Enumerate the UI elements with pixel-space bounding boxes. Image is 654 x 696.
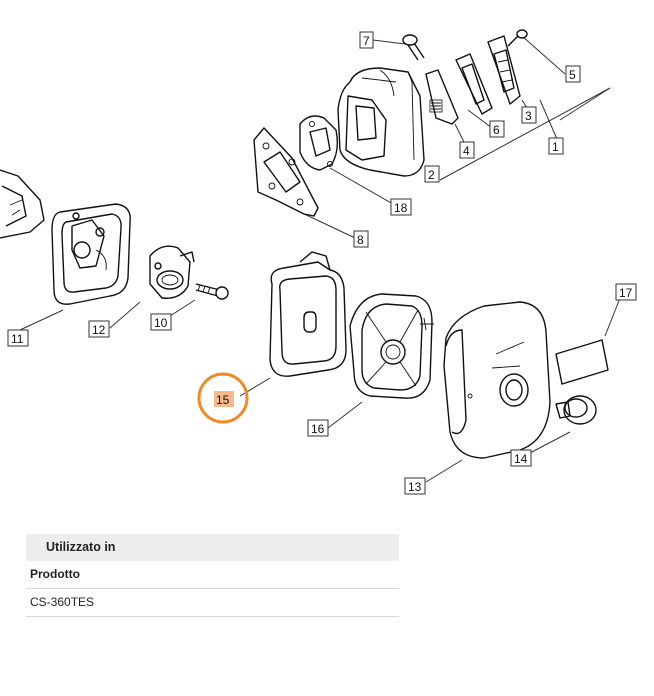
svg-text:3: 3: [525, 109, 532, 123]
svg-text:18: 18: [394, 201, 408, 215]
part-14-knob: [555, 395, 597, 425]
svg-text:5: 5: [569, 68, 576, 82]
svg-text:6: 6: [493, 123, 500, 137]
part-17-label: [555, 339, 609, 385]
callout-16[interactable]: 16: [307, 419, 329, 437]
callout-4[interactable]: 4: [459, 141, 475, 159]
svg-text:17: 17: [619, 286, 633, 300]
callout-5[interactable]: 5: [565, 65, 581, 83]
part-12-bracket: [149, 245, 195, 299]
callout-3[interactable]: 3: [521, 106, 537, 124]
callout-7[interactable]: 7: [359, 31, 374, 49]
part-18-gasket: [299, 115, 339, 171]
callout-17[interactable]: 17: [615, 283, 637, 301]
svg-text:1: 1: [552, 140, 559, 154]
product-column-header: Prodotto: [26, 561, 399, 589]
svg-text:4: 4: [463, 144, 470, 158]
callout-10[interactable]: 10: [150, 313, 172, 331]
part-3-plate: [487, 35, 521, 105]
used-in-title: Utilizzato in: [26, 534, 399, 561]
product-row[interactable]: CS-360TES: [26, 589, 399, 617]
part-11-air-cleaner-base: [0, 169, 131, 305]
svg-text:13: 13: [408, 480, 422, 494]
part-15-filter-frame: [269, 251, 347, 377]
callout-8[interactable]: 8: [353, 230, 369, 248]
callout-14[interactable]: 14: [510, 449, 532, 467]
svg-text:10: 10: [154, 316, 168, 330]
part-13-cover: [443, 301, 551, 459]
part-5-bolt: [507, 29, 528, 47]
part-7-bolt: [402, 34, 425, 61]
used-in-table: Utilizzato in Prodotto CS-360TES: [26, 534, 399, 617]
part-2-muffler: [337, 67, 425, 177]
callout-13[interactable]: 13: [404, 477, 426, 495]
svg-text:7: 7: [363, 34, 370, 48]
svg-text:11: 11: [11, 332, 24, 346]
callout-6[interactable]: 6: [489, 120, 505, 138]
part-10-bolt: [195, 283, 229, 300]
callout-11[interactable]: 11: [7, 329, 29, 347]
part-8-gasket: [253, 127, 319, 217]
svg-text:16: 16: [311, 422, 325, 436]
svg-text:8: 8: [357, 233, 364, 247]
callout-18[interactable]: 18: [390, 198, 412, 216]
part-16-air-filter: [349, 293, 434, 399]
callout-12[interactable]: 12: [88, 320, 110, 338]
callout-15-highlighted[interactable]: 15: [197, 372, 249, 424]
svg-text:2: 2: [428, 168, 435, 182]
part-4-screen: [425, 69, 459, 125]
exploded-parts-diagram: 7 5 3 6 1 4 2 18 8 11 12 10: [0, 29, 637, 495]
svg-text:15: 15: [216, 393, 230, 407]
callout-2[interactable]: 2: [424, 165, 440, 183]
svg-text:12: 12: [92, 323, 106, 337]
part-6-gasket: [455, 53, 493, 115]
callout-1[interactable]: 1: [548, 137, 564, 155]
svg-text:14: 14: [514, 452, 528, 466]
